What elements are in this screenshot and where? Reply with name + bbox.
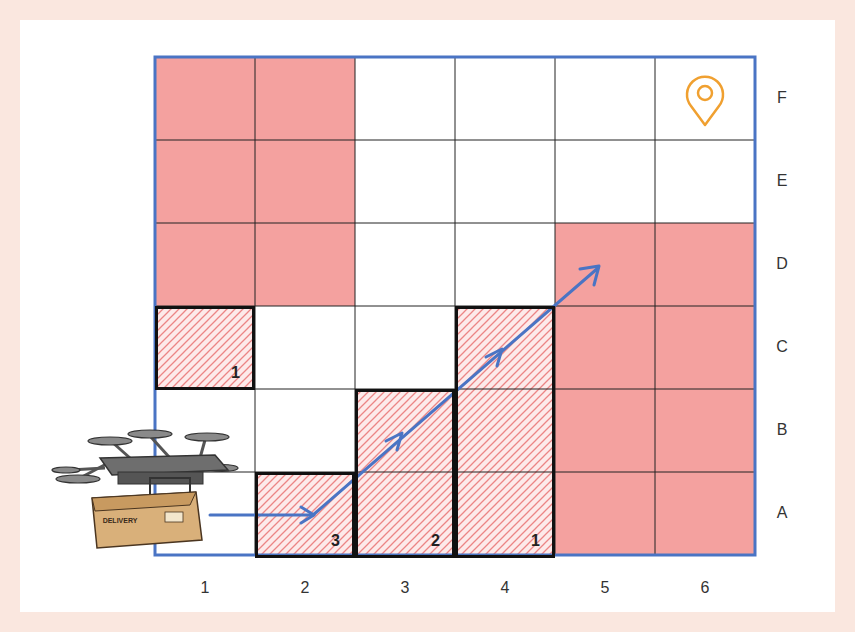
- column-label: 2: [301, 580, 310, 596]
- callout-number: 3: [331, 533, 340, 549]
- callout-number: 2: [431, 533, 440, 549]
- card: [20, 20, 835, 612]
- drone-illustration: [52, 430, 238, 548]
- column-label: 5: [601, 580, 610, 596]
- column-label: 3: [401, 580, 410, 596]
- flight-path: [210, 266, 599, 523]
- row-label: D: [776, 256, 788, 272]
- package-text: DELIVERY: [103, 517, 138, 524]
- row-label: F: [777, 90, 787, 106]
- hatched-zone: 3: [255, 472, 355, 558]
- column-label: 6: [701, 580, 710, 596]
- destination-pin: [687, 77, 723, 125]
- row-label: B: [777, 422, 788, 438]
- row-label: C: [776, 339, 788, 355]
- hatched-zone: 1: [155, 306, 255, 390]
- row-label: E: [777, 173, 788, 189]
- column-label: 1: [201, 580, 210, 596]
- column-label: 4: [501, 580, 510, 596]
- row-label: A: [777, 505, 788, 521]
- callout-number: 1: [531, 533, 540, 549]
- hatched-zone: 1: [455, 306, 555, 558]
- callout-number: 1: [231, 365, 240, 381]
- hatched-zone: 2: [355, 389, 455, 558]
